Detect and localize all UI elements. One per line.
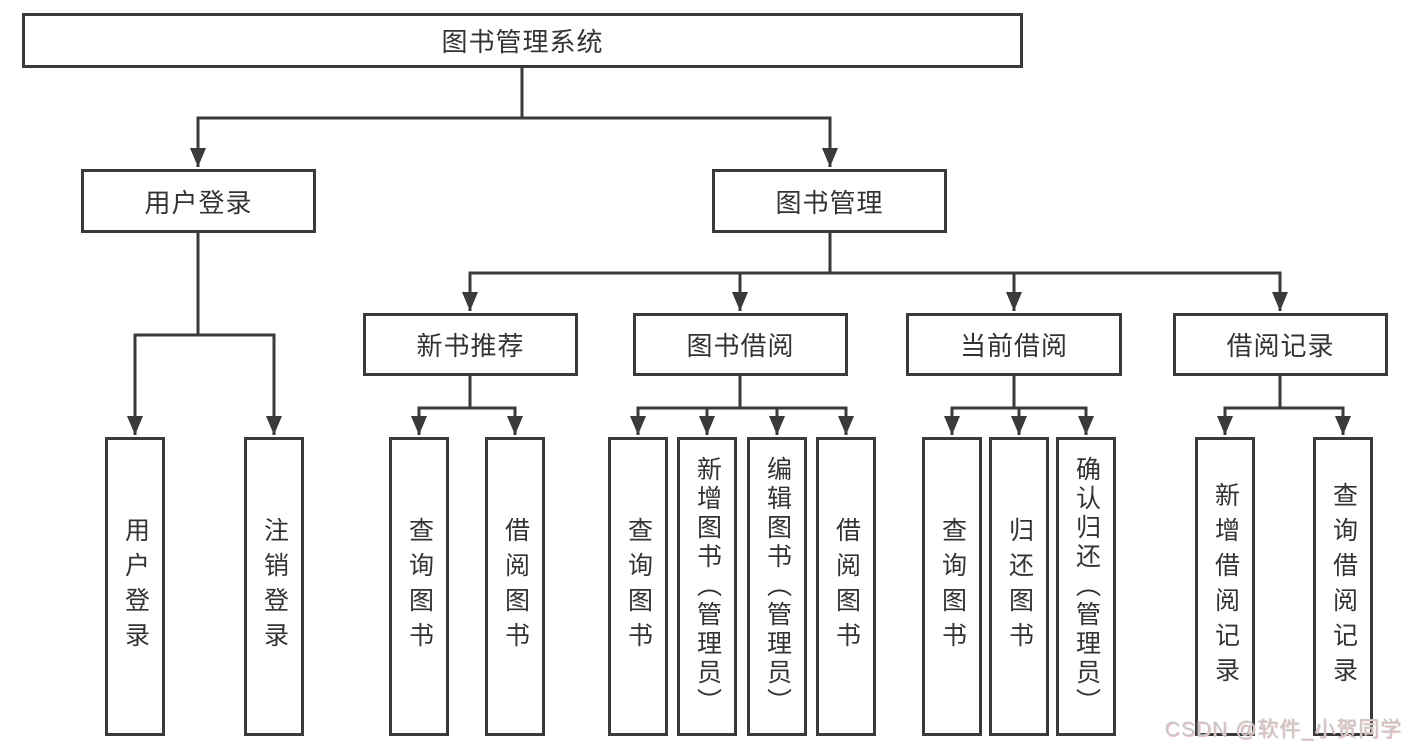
node-current-borrowing: 当前借阅 <box>906 313 1122 376</box>
leaf-query-books-2: 查询图书 <box>608 437 668 736</box>
node-borrowing-records: 借阅记录 <box>1173 313 1388 376</box>
leaf-query-books-1: 查询图书 <box>389 437 449 736</box>
leaf-confirm-return-admin: 确认归还（管理员） <box>1056 437 1116 736</box>
node-book-borrowing: 图书借阅 <box>633 313 848 376</box>
leaf-borrow-books-1-label: 借阅图书 <box>501 516 530 657</box>
node-root-label: 图书管理系统 <box>441 27 604 57</box>
leaf-user-login-label: 用户登录 <box>121 516 150 657</box>
leaf-borrow-books-1: 借阅图书 <box>485 437 545 736</box>
leaf-logout: 注销登录 <box>244 437 304 736</box>
node-user-login: 用户登录 <box>81 169 316 233</box>
leaf-add-borrow-record-label: 新增借阅记录 <box>1211 481 1240 692</box>
leaf-edit-books-admin: 编辑图书（管理员） <box>747 437 807 736</box>
leaf-add-books-admin-label: 新增图书（管理员） <box>693 456 722 717</box>
leaf-confirm-return-admin-label: 确认归还（管理员） <box>1072 456 1101 717</box>
leaf-return-books-label: 归还图书 <box>1005 516 1034 657</box>
leaf-query-books-2-label: 查询图书 <box>624 516 653 657</box>
leaf-query-borrow-record-label: 查询借阅记录 <box>1329 481 1358 692</box>
node-book-management-label: 图书管理 <box>775 187 884 218</box>
leaf-query-books-3-label: 查询图书 <box>938 516 967 657</box>
node-new-book-recommend: 新书推荐 <box>363 313 578 376</box>
node-current-borrowing-label: 当前借阅 <box>959 331 1068 361</box>
leaf-return-books: 归还图书 <box>989 437 1049 736</box>
leaf-query-books-3: 查询图书 <box>922 437 982 736</box>
node-book-borrowing-label: 图书借阅 <box>686 331 795 361</box>
node-user-login-label: 用户登录 <box>144 187 253 218</box>
leaf-user-login: 用户登录 <box>105 437 165 736</box>
leaf-add-borrow-record: 新增借阅记录 <box>1195 437 1255 736</box>
leaf-add-books-admin: 新增图书（管理员） <box>677 437 737 736</box>
node-book-management: 图书管理 <box>712 169 947 233</box>
node-new-book-recommend-label: 新书推荐 <box>416 331 525 361</box>
leaf-query-borrow-record: 查询借阅记录 <box>1313 437 1373 736</box>
leaf-logout-label: 注销登录 <box>260 516 289 657</box>
leaf-query-books-1-label: 查询图书 <box>405 516 434 657</box>
node-root: 图书管理系统 <box>22 13 1023 68</box>
leaf-borrow-books-2: 借阅图书 <box>816 437 876 736</box>
leaf-borrow-books-2-label: 借阅图书 <box>832 516 861 657</box>
leaf-edit-books-admin-label: 编辑图书（管理员） <box>763 456 792 717</box>
node-borrowing-records-label: 借阅记录 <box>1226 331 1335 361</box>
